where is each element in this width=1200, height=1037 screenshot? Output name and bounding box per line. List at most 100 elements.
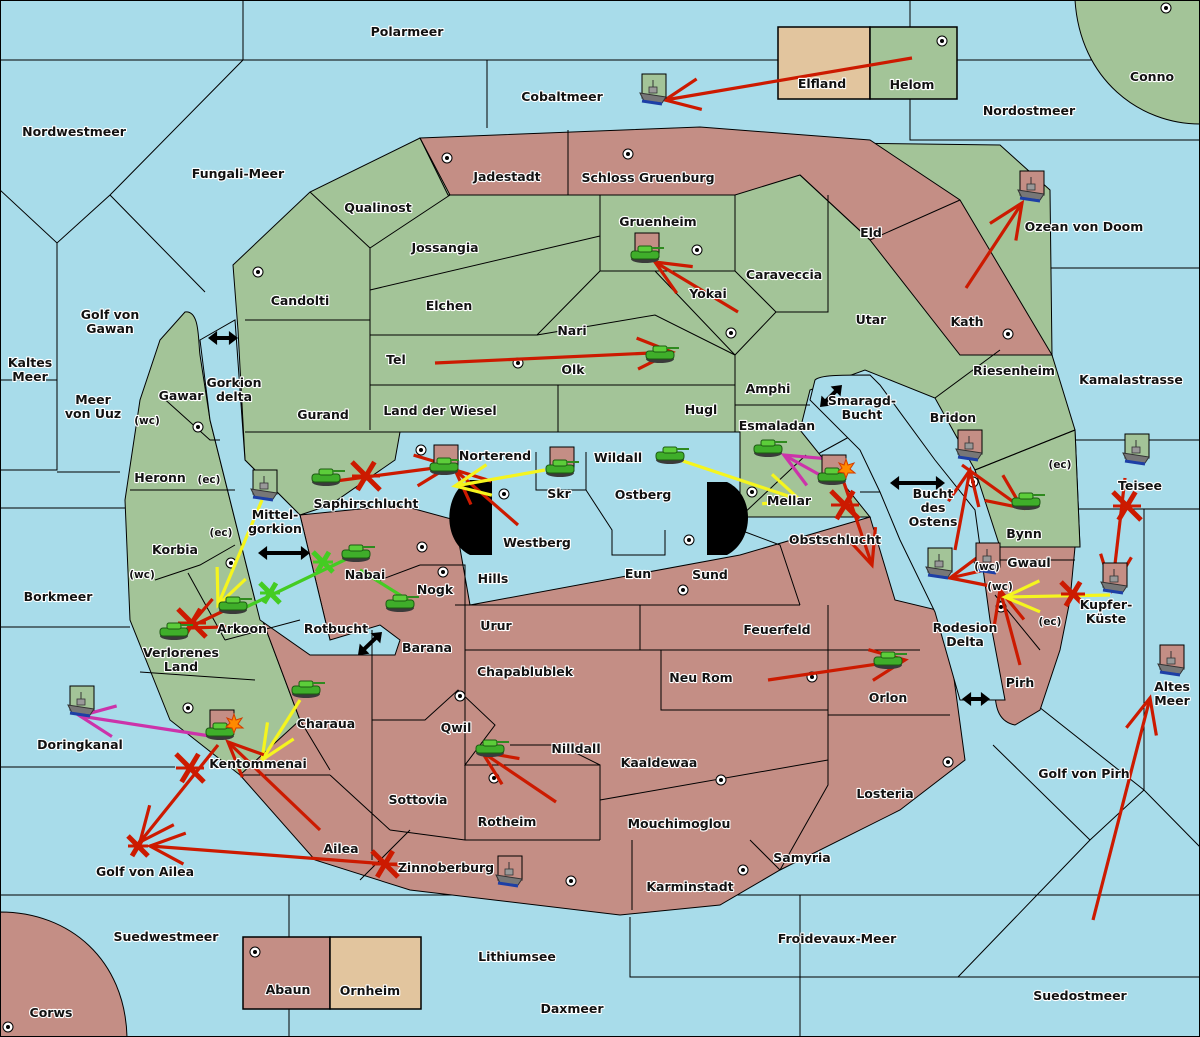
ship-icon <box>250 476 278 502</box>
ship-icon <box>1122 440 1150 466</box>
army-unit[interactable] <box>385 594 419 612</box>
passage-markers <box>208 331 990 706</box>
supply-center-icon <box>416 541 428 553</box>
supply-center-icon <box>415 444 427 456</box>
orders <box>76 56 1158 921</box>
supply-center-icon <box>737 864 749 876</box>
sea-label-daxmeer: Daxmeer <box>540 1001 604 1016</box>
region-label-samyria: Samyria <box>773 850 831 865</box>
ship-icon <box>1157 651 1185 677</box>
army-unit[interactable] <box>545 446 579 477</box>
supply-center-icon <box>2 1021 14 1033</box>
fleet-unit[interactable] <box>1157 644 1185 677</box>
region-label-zinnoberburg: Zinnoberburg <box>398 860 494 875</box>
fleet-unit[interactable] <box>955 429 983 462</box>
order-convoy-line <box>239 553 356 612</box>
region-label-jossangia: Jossangia <box>410 240 478 255</box>
fleet-unit[interactable] <box>1100 562 1128 595</box>
fleet-unit[interactable] <box>639 73 667 106</box>
supply-center-icon <box>746 486 758 498</box>
region-ornheim[interactable] <box>329 936 422 1010</box>
fleet-unit[interactable] <box>973 542 1001 575</box>
army-unit[interactable] <box>218 596 252 614</box>
sea-label-nordostmeer: Nordostmeer <box>983 103 1076 118</box>
supply-center-icon <box>498 488 510 500</box>
fleet-unit[interactable] <box>250 469 278 502</box>
failed-order-x-icon <box>258 581 282 605</box>
region-label-mellar: Mellar <box>767 493 812 508</box>
army-unit[interactable] <box>341 544 375 562</box>
supply-center-icon <box>565 875 577 887</box>
region-label-feuerfeld: Feuerfeld <box>743 622 810 637</box>
army-unit[interactable] <box>753 439 787 457</box>
region-label-helom: Helom <box>890 77 935 92</box>
sea-label-kupfer-kueste: Kupfer-Küste <box>1080 597 1133 626</box>
army-unit[interactable] <box>475 739 509 757</box>
region-label-jadestadt: Jadestadt <box>472 169 540 184</box>
army-unit[interactable] <box>873 651 907 669</box>
fleet-unit[interactable] <box>1122 433 1150 466</box>
tank-icon <box>545 459 579 477</box>
army-unit[interactable] <box>311 468 345 486</box>
army-unit[interactable] <box>159 622 193 640</box>
region-label-chapablublek: Chapablublek <box>477 664 574 679</box>
sea-label-smaragd-bucht: Smaragd-Bucht <box>828 393 896 422</box>
supply-center-icon <box>437 566 449 578</box>
fleet-unit[interactable] <box>495 855 523 888</box>
region-label-abaun: Abaun <box>266 982 311 997</box>
ship-icon <box>495 862 523 888</box>
coast-tag: (wc) <box>987 581 1013 593</box>
region-label-skr: Skr <box>547 486 571 501</box>
order-move-arrow <box>146 831 401 867</box>
explosion-icon <box>836 457 857 480</box>
ring-red-south <box>239 504 966 916</box>
order-move-arrow <box>661 56 913 112</box>
region-label-elchen: Elchen <box>426 298 473 313</box>
region-label-saphirschlucht: Saphirschlucht <box>314 496 419 511</box>
region-label-kath: Kath <box>951 314 984 329</box>
order-move-arrow <box>651 259 739 314</box>
coast-tag: (ec) <box>210 527 233 539</box>
region-label-nabai: Nabai <box>345 567 386 582</box>
sea-label-ozean-von-doom: Ozean von Doom <box>1025 219 1144 234</box>
region-label-karminstadt: Karminstadt <box>646 879 733 894</box>
impassable-east <box>707 482 748 555</box>
coast-tag: (ec) <box>198 474 221 486</box>
fleet-unit[interactable] <box>925 547 953 580</box>
army-unit[interactable] <box>291 680 325 698</box>
army-unit[interactable] <box>817 454 857 485</box>
supply-center-icon <box>182 702 194 714</box>
army-unit[interactable] <box>205 709 245 740</box>
army-unit[interactable] <box>1011 492 1045 510</box>
region-label-hugl: Hugl <box>685 402 718 417</box>
army-unit[interactable] <box>630 232 664 263</box>
sea-label-kamalastrasse: Kamalastrasse <box>1079 372 1183 387</box>
sea-label-teisee: Teisee <box>1118 478 1162 493</box>
region-label-nogk: Nogk <box>417 582 454 597</box>
army-unit[interactable] <box>429 444 463 475</box>
region-label-ailea: Ailea <box>323 841 358 856</box>
army-unit[interactable] <box>645 345 679 363</box>
fleet-unit[interactable] <box>67 685 95 718</box>
region-label-heronn: Heronn <box>134 470 186 485</box>
tank-icon <box>218 596 252 614</box>
supply-center-icon <box>942 756 954 768</box>
sea-label-lithiumsee: Lithiumsee <box>478 949 556 964</box>
supply-center-icon <box>192 421 204 433</box>
region-label-mouchimoglou: Mouchimoglou <box>628 816 731 831</box>
supply-center-icon <box>683 534 695 546</box>
sea-label-mittel-gorkion: Mittel-gorkion <box>248 507 302 536</box>
region-corws[interactable] <box>0 911 128 1037</box>
region-elfland[interactable] <box>777 26 871 100</box>
sea-smaragd-bucht <box>809 374 1006 701</box>
region-label-pirh: Pirh <box>1006 675 1035 690</box>
coast-tag: (wc) <box>134 415 160 427</box>
region-label-ostberg: Ostberg <box>615 487 672 502</box>
army-unit[interactable] <box>655 446 689 464</box>
tank-icon <box>753 439 787 457</box>
region-conno[interactable] <box>1074 0 1200 125</box>
fleet-unit[interactable] <box>1017 170 1045 203</box>
tank-icon <box>429 457 463 475</box>
